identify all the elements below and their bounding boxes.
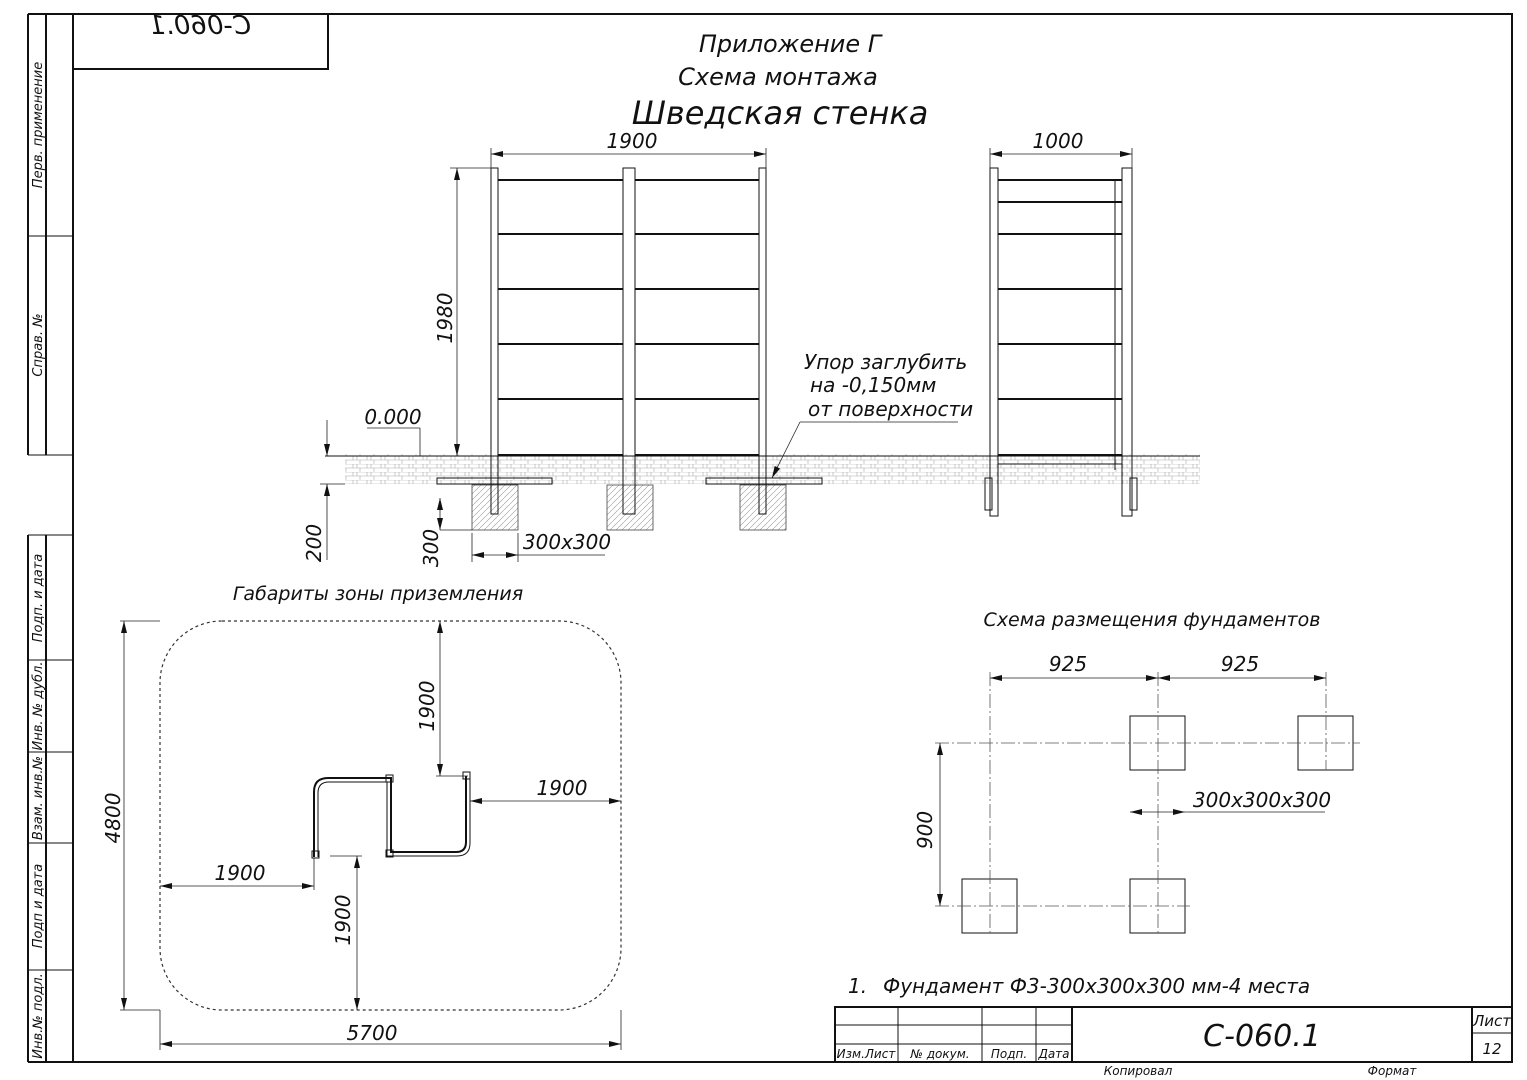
zone-height-dim: 4800 <box>101 793 125 844</box>
stamp-code-mirrored: C-060.1 <box>149 11 251 41</box>
side-post-left <box>989 167 999 517</box>
note-burial-line2: на -0,150мм <box>810 373 936 397</box>
support-plate <box>436 477 553 485</box>
title-block-format: Формат <box>1368 1064 1418 1078</box>
side-label-perv-primenenie: Перв. применение <box>31 62 46 188</box>
foundations-title: Схема размещения фундаментов <box>984 609 1321 631</box>
title-block-col-izm-list: Изм.Лист <box>837 1047 897 1061</box>
title-block-col-podp: Подп. <box>991 1047 1027 1061</box>
title-block <box>834 1006 1513 1063</box>
side-label-inv-no-dubl: Инв. № дубл. <box>31 662 46 751</box>
title-block-sheet-label: Лист <box>1472 1012 1512 1030</box>
side-width-dim: 1000 <box>1033 129 1084 153</box>
zone-left-dim: 1900 <box>215 861 266 885</box>
post-middle <box>622 167 636 515</box>
post-left <box>490 167 499 515</box>
title-block-doc-code: С-060.1 <box>1203 1019 1321 1054</box>
foundations-dim-left: 925 <box>1049 652 1087 676</box>
front-view <box>320 148 1200 562</box>
zone-width-dim: 5700 <box>347 1021 398 1045</box>
foundation-block <box>471 484 519 531</box>
zone-outline <box>159 620 622 1011</box>
foundation-size-label: 300x300 <box>523 530 611 554</box>
side-label-vzam-inv-no: Взам. инв.№ <box>31 756 46 840</box>
front-height-dim: 1980 <box>433 293 457 344</box>
ground-hatch <box>345 454 1200 484</box>
foundations-size-label: 300x300x300 <box>1193 788 1331 812</box>
zone-bottom-dim: 1900 <box>331 895 355 946</box>
side-foot-right <box>1129 477 1138 511</box>
rungs <box>498 179 759 456</box>
note-burial-line1: Упор заглубить <box>804 350 967 374</box>
side-label-podp-i-data-2: Подп и дата <box>31 864 46 948</box>
foundations-dim-vertical: 900 <box>913 811 937 849</box>
title-block-col-no-dokum: № докум. <box>909 1047 969 1061</box>
appendix-title: Приложение Г <box>699 30 883 58</box>
side-view <box>984 148 1138 517</box>
landing-zone <box>120 620 622 1050</box>
level-mark: 0.000 <box>364 405 421 429</box>
depth-dim-200: 200 <box>302 524 326 562</box>
depth-dim-300: 300 <box>419 529 443 567</box>
side-post-right <box>1121 167 1133 517</box>
note-text: Фундамент Ф3-300х300х300 мм-4 места <box>883 974 1310 998</box>
foundation-block <box>739 484 787 531</box>
product-name: Шведская стенка <box>632 94 929 132</box>
title-block-col-data: Дата <box>1037 1047 1069 1061</box>
zone-title: Габариты зоны приземления <box>233 583 523 605</box>
side-label-podp-i-data-1: Подп. и дата <box>31 554 46 643</box>
title-block-kopiroval: Копировал <box>1104 1064 1173 1078</box>
note-burial-line3: от поверхности <box>808 397 973 421</box>
side-label-sprav-no: Справ. № <box>31 313 46 376</box>
side-foot-left <box>984 477 993 511</box>
support-plate <box>705 477 823 485</box>
foundation-block <box>606 484 654 531</box>
side-label-inv-no-podl: Инв.№ подл. <box>31 973 46 1059</box>
drawing-subtitle: Схема монтажа <box>678 63 878 91</box>
post-right <box>758 167 767 515</box>
side-rungs <box>998 179 1122 465</box>
title-block-sheet-number: 12 <box>1482 1040 1501 1058</box>
foundation-plan <box>935 672 1360 935</box>
zone-top-dim: 1900 <box>415 681 439 732</box>
sheet-frame <box>27 13 1513 1063</box>
equipment-plan <box>311 771 471 859</box>
note-number: 1. <box>848 974 867 998</box>
front-width-dim: 1900 <box>607 129 658 153</box>
zone-right-dim: 1900 <box>537 776 588 800</box>
foundations-dim-right: 925 <box>1221 652 1259 676</box>
mirrored-stamp-box <box>72 13 329 70</box>
